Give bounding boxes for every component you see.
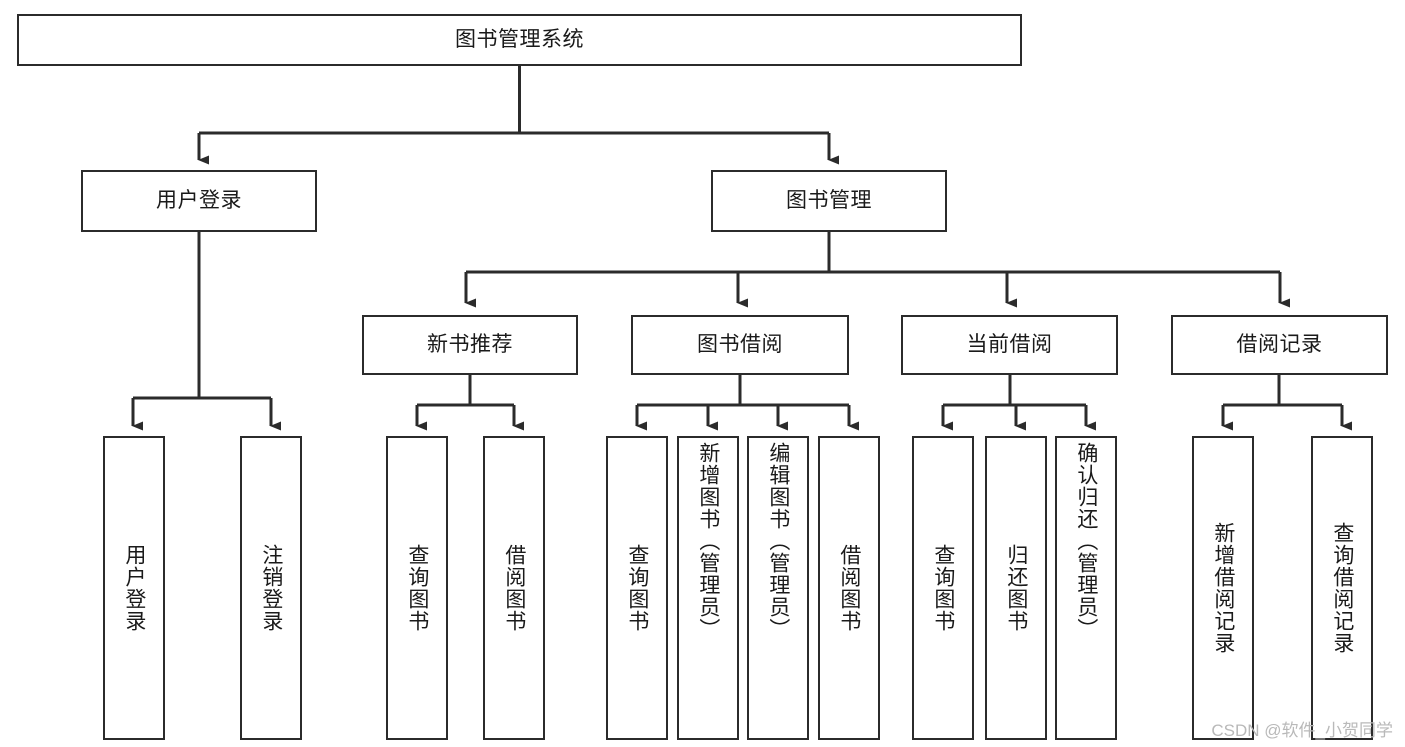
node-leaf-return-book[interactable]: 归还图书	[985, 436, 1047, 740]
node-borrow-record[interactable]: 借阅记录	[1171, 315, 1388, 375]
node-leaf-edit-book-label: 编辑图书（管理员）	[766, 442, 790, 640]
node-leaf-query-book-2-label: 查询图书	[625, 544, 649, 632]
node-leaf-query-record-label: 查询借阅记录	[1330, 522, 1354, 654]
node-leaf-add-record-label: 新增借阅记录	[1211, 522, 1235, 654]
node-user-login[interactable]: 用户登录	[81, 170, 317, 232]
node-new-book-recommend-label: 新书推荐	[427, 333, 513, 357]
node-book-borrow-label: 图书借阅	[697, 333, 783, 357]
node-leaf-add-book[interactable]: 新增图书（管理员）	[677, 436, 739, 740]
node-leaf-add-record[interactable]: 新增借阅记录	[1192, 436, 1254, 740]
node-leaf-user-login[interactable]: 用户登录	[103, 436, 165, 740]
node-leaf-query-book-2[interactable]: 查询图书	[606, 436, 668, 740]
node-leaf-query-book-3[interactable]: 查询图书	[912, 436, 974, 740]
node-current-borrow-label: 当前借阅	[966, 333, 1053, 357]
node-leaf-user-login-label: 用户登录	[122, 544, 146, 632]
node-leaf-return-book-label: 归还图书	[1004, 544, 1028, 632]
node-leaf-query-book-3-label: 查询图书	[931, 544, 955, 632]
node-user-login-label: 用户登录	[156, 189, 242, 213]
node-leaf-logout-label: 注销登录	[259, 544, 283, 632]
node-leaf-borrow-book-2[interactable]: 借阅图书	[818, 436, 880, 740]
node-leaf-query-book-1-label: 查询图书	[405, 544, 429, 632]
node-leaf-edit-book[interactable]: 编辑图书（管理员）	[747, 436, 809, 740]
node-leaf-borrow-book-2-label: 借阅图书	[837, 544, 861, 632]
node-current-borrow[interactable]: 当前借阅	[901, 315, 1118, 375]
node-leaf-confirm-return[interactable]: 确认归还（管理员）	[1055, 436, 1117, 740]
node-leaf-borrow-book-1[interactable]: 借阅图书	[483, 436, 545, 740]
node-book-manage[interactable]: 图书管理	[711, 170, 947, 232]
node-leaf-query-record[interactable]: 查询借阅记录	[1311, 436, 1373, 740]
node-root[interactable]: 图书管理系统	[17, 14, 1022, 66]
node-leaf-confirm-return-label: 确认归还（管理员）	[1074, 442, 1098, 640]
node-book-manage-label: 图书管理	[786, 189, 872, 213]
node-leaf-borrow-book-1-label: 借阅图书	[502, 544, 526, 632]
node-leaf-logout[interactable]: 注销登录	[240, 436, 302, 740]
node-leaf-add-book-label: 新增图书（管理员）	[696, 442, 720, 640]
node-root-label: 图书管理系统	[455, 28, 584, 52]
node-borrow-record-label: 借阅记录	[1236, 333, 1323, 357]
node-new-book-recommend[interactable]: 新书推荐	[362, 315, 578, 375]
node-book-borrow[interactable]: 图书借阅	[631, 315, 849, 375]
node-leaf-query-book-1[interactable]: 查询图书	[386, 436, 448, 740]
